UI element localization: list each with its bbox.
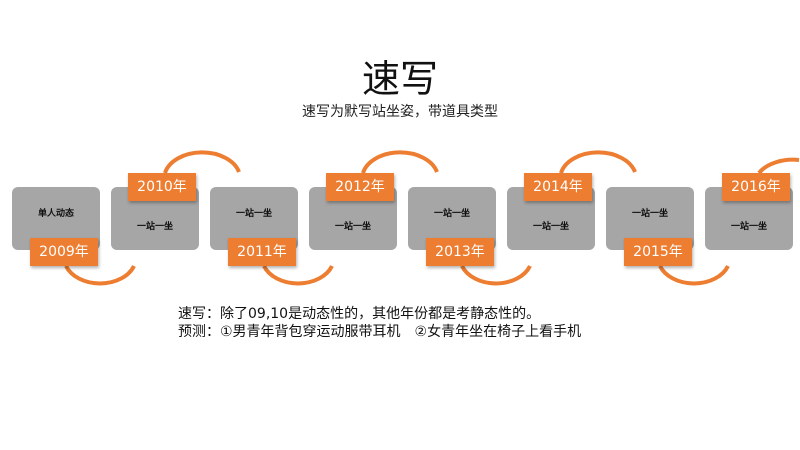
connector-arc [460, 265, 532, 286]
slide-subtitle: 速写为默写站坐姿，带道具类型 [302, 104, 498, 120]
connector-arc [361, 150, 439, 174]
box-label: 一站一坐 [532, 222, 569, 232]
box-label: 一站一坐 [631, 209, 668, 219]
connector-arc [64, 265, 136, 286]
box-label: 一站一坐 [235, 209, 272, 219]
year-label: 2015年 [624, 238, 692, 266]
notes-line-2: 预测：①男青年背包穿运动服带耳机 ②女青年坐在椅子上看手机 [178, 324, 582, 340]
connector-arc [559, 150, 637, 174]
box-label: 一站一坐 [136, 222, 173, 232]
notes: 速写：除了09,10是动态性的，其他年份都是考静态性的。 预测：①男青年背包穿运… [178, 305, 581, 341]
year-label: 2013年 [426, 238, 494, 266]
year-label: 2014年 [524, 173, 592, 201]
connector-arc [658, 265, 730, 286]
box-label: 一站一坐 [730, 222, 767, 232]
slide-title: 速写 [361, 57, 438, 101]
notes-line-1: 速写：除了09,10是动态性的，其他年份都是考静态性的。 [178, 306, 541, 322]
connector-arc [163, 150, 241, 174]
box-label: 一站一坐 [433, 209, 470, 219]
year-label: 2016年 [722, 173, 790, 201]
box-label: 一站一坐 [334, 222, 371, 232]
connector-arc [757, 157, 800, 175]
year-label: 2010年 [128, 173, 196, 201]
year-label: 2011年 [228, 238, 296, 266]
year-label: 2012年 [326, 173, 394, 201]
year-label: 2009年 [30, 238, 98, 266]
connector-arc [262, 265, 334, 286]
box-label: 单人动态 [37, 209, 74, 219]
